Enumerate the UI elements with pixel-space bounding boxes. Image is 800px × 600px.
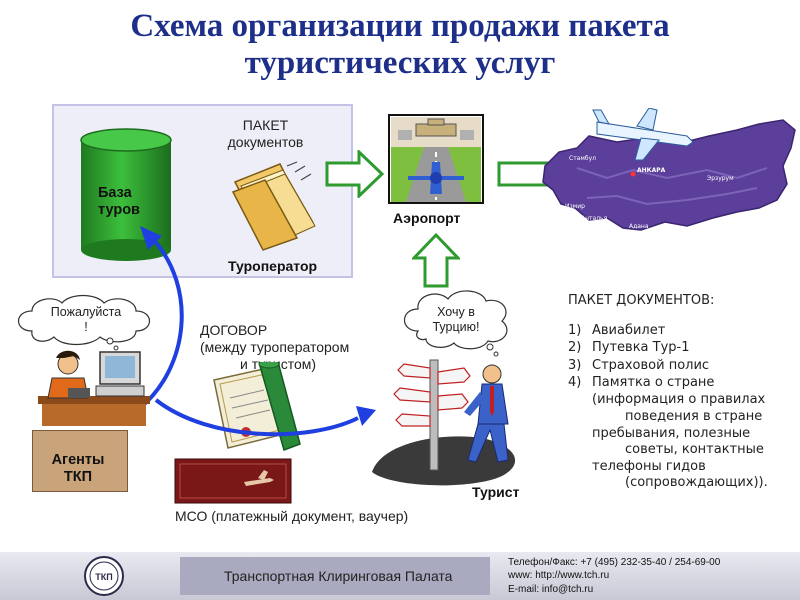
documents-list-item: 2) Путевка Тур-1	[568, 340, 793, 357]
turkey-map: Стамбул АНКАРА Эрзурум Измир Анталья Ада…	[542, 108, 796, 231]
database-label-line-2: туров	[98, 202, 140, 218]
speech-cloud-agent	[17, 294, 151, 351]
speech-cloud-agent-line-1: Пожалуйста	[50, 305, 122, 319]
documents-list-item-text: Путевка Тур-1	[592, 340, 690, 355]
agent-desk-icon	[38, 350, 150, 426]
map-label-izmir: Измир	[565, 203, 585, 210]
footer-contact-info: Телефон/Факс: +7 (495) 232-35-40 / 254-6…	[508, 556, 720, 596]
airport-label: Аэропорт	[393, 210, 461, 226]
documents-list: ПАКЕТ ДОКУМЕНТОВ: 1) Авиабилет 2) Путевка …	[568, 293, 793, 492]
blue-arrow-to-database	[138, 226, 184, 410]
documents-list-item-num: 4)	[568, 375, 582, 390]
folder-icon	[231, 161, 316, 251]
documents-list-item-text: Памятка о стране (информация о правилах	[592, 375, 766, 407]
touroperator-label: Туроператор	[228, 258, 318, 274]
speech-cloud-agent-line-2: !	[84, 320, 88, 334]
database-label-line-1: База	[98, 185, 132, 201]
agents-label-line-2: ТКП	[63, 469, 93, 485]
tourist-signpost-icon	[372, 359, 516, 486]
map-label-erzurum: Эрзурум	[707, 175, 734, 182]
plane-icon	[592, 108, 694, 161]
documents-list-item: 4) Памятка о стране (информация о правила…	[568, 375, 793, 408]
map-label-antalya: Анталья	[581, 215, 608, 222]
footer-phone: Телефон/Факс: +7 (495) 232-35-40 / 254-6…	[508, 557, 721, 568]
package-label-line-1: ПАКЕТ	[242, 117, 289, 133]
green-arrow-right-1	[325, 150, 385, 198]
documents-list-item: 1) Авиабилет	[568, 323, 793, 340]
speech-cloud-tourist	[403, 290, 508, 357]
documents-list-item-num: 3)	[568, 357, 582, 373]
documents-list-cont-1: поведения в стране	[625, 409, 763, 424]
airport-icon	[388, 114, 484, 204]
title-line-1: Схема организации продажи пакета	[130, 8, 670, 44]
package-label: ПАКЕТ документов	[218, 117, 313, 151]
page-title: Схема организации продажи пакета туристи…	[0, 8, 800, 82]
contract-label-line-1: ДОГОВОР	[200, 322, 268, 338]
documents-list-item-text: Страховой полис	[592, 357, 710, 373]
documents-list-item-num: 2)	[568, 340, 582, 355]
contract-label-line-2: (между туроператором	[200, 339, 350, 355]
company-logo-text: ТКП	[95, 572, 112, 582]
footer-company-name: Транспортная Клиринговая Палата	[224, 568, 453, 584]
agents-label-line-1: Агенты	[51, 452, 105, 468]
company-logo-icon: ТКП	[84, 556, 124, 596]
speech-cloud-tourist-line-2: Турцию!	[432, 320, 480, 334]
documents-list-item-text: Авиабилет	[592, 322, 666, 338]
documents-list-cont-5: (сопровождающих)).	[625, 475, 768, 490]
speech-cloud-agent-text: Пожалуйста !	[42, 305, 130, 335]
documents-list-heading: ПАКЕТ ДОКУМЕНТОВ:	[568, 293, 715, 308]
mso-label: МСО (платежный документ, ваучер)	[175, 508, 409, 524]
ankara-marker	[630, 171, 636, 177]
speech-cloud-tourist-text: Хочу в Турцию!	[420, 305, 492, 335]
title-line-2: туристических услуг	[244, 45, 556, 81]
green-arrow-up	[412, 232, 460, 288]
agents-certificate	[32, 430, 128, 492]
map-label-ankara: АНКАРА	[637, 167, 666, 174]
documents-list-cont-4: телефоны гидов	[592, 458, 706, 474]
documents-list-item: 3) Страховой полис	[568, 358, 793, 375]
documents-list-cont-3: советы, контактные	[625, 442, 764, 457]
database-icon	[80, 128, 172, 261]
documents-list-cont-2: пребывания, полезные	[592, 425, 751, 441]
footer-email[interactable]: E-mail: info@tch.ru	[508, 583, 594, 595]
package-label-line-2: документов	[227, 134, 304, 150]
database-label: База туров	[98, 185, 140, 219]
agents-label: Агенты ТКП	[42, 452, 114, 486]
speech-cloud-tourist-line-1: Хочу в	[437, 305, 475, 319]
footer-band	[180, 557, 490, 595]
map-label-istanbul: Стамбул	[569, 155, 596, 162]
map-label-adana: Адана	[629, 223, 649, 230]
documents-list-items: 1) Авиабилет 2) Путевка Тур-1 3) Страховой …	[568, 323, 793, 409]
footer-www[interactable]: www: http://www.tch.ru	[508, 570, 610, 582]
tourist-label: Турист	[472, 484, 520, 500]
mso-ticket-icon	[174, 458, 292, 504]
blue-arrow-to-tourist	[154, 398, 376, 437]
documents-list-item-num: 1)	[568, 322, 582, 338]
